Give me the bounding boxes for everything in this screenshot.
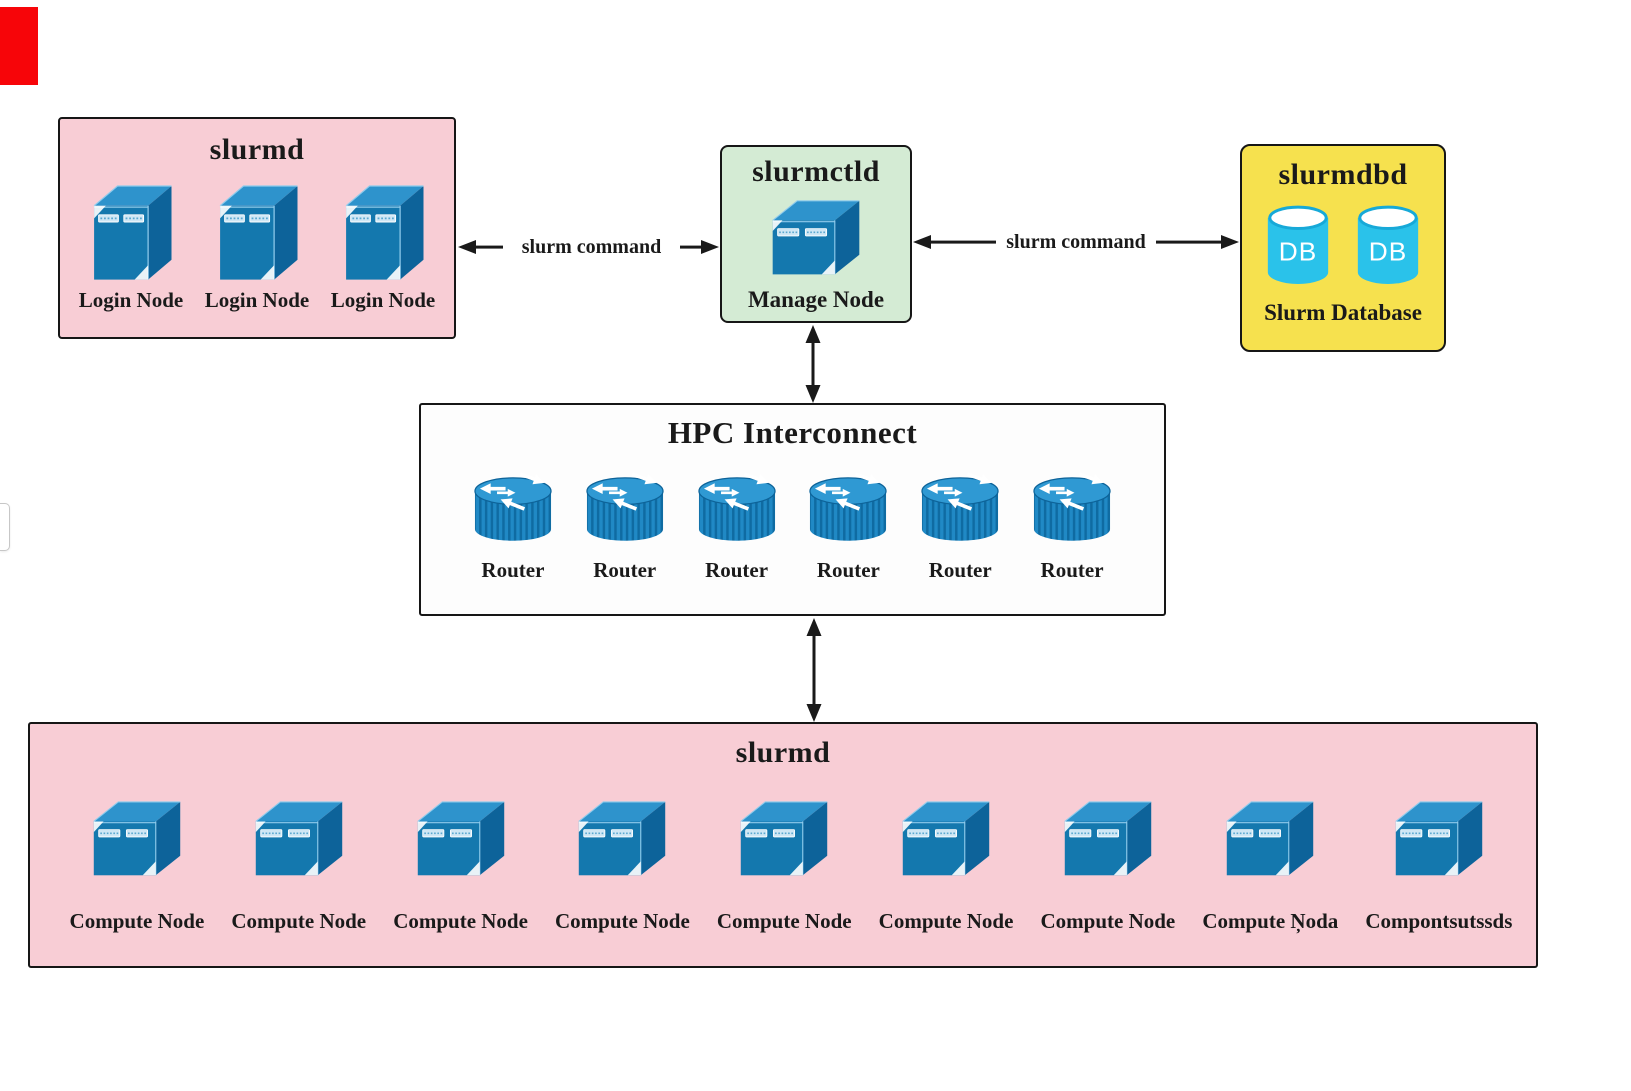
arrow-right-icon: [679, 240, 719, 254]
controller-box-title: slurmctld: [752, 155, 880, 188]
server-icon: [254, 801, 343, 877]
router-icon: [691, 463, 783, 549]
server-icon: [771, 199, 861, 276]
right-command-label: slurm command: [1006, 230, 1146, 253]
compute-box-title: slurmd: [735, 736, 831, 769]
compute-node-label: Compute Ņoda: [1202, 909, 1339, 933]
router: Router: [467, 463, 559, 582]
vertical-arrow-icon: [806, 618, 822, 722]
compute-node-label: Compute Node: [69, 909, 205, 933]
router-label: Router: [593, 558, 657, 582]
server-icon: [578, 801, 667, 877]
server-icon: [416, 801, 505, 877]
compute-node-label: Compute Node: [231, 909, 367, 933]
router: Router: [1026, 463, 1118, 582]
router: Router: [579, 463, 671, 582]
right-command-link: slurm command: [912, 226, 1240, 258]
login-node: Login Node: [79, 177, 183, 312]
login-node-row: Login Node Login Node Login Node: [60, 177, 454, 312]
database-icon: DB: [1266, 205, 1330, 286]
red-marker: [0, 7, 38, 85]
server-icon: [219, 185, 299, 281]
router-icon: [802, 463, 894, 549]
login-node-label: Login Node: [204, 288, 310, 312]
server-icon: [1226, 801, 1315, 877]
login-nodes-box: slurmd Login Node Login Node Login Node: [58, 117, 456, 339]
login-box-title: slurmd: [209, 133, 305, 166]
router-label: Router: [481, 558, 545, 582]
compute-node: Compontsutssds: [1365, 792, 1512, 933]
compute-node-label: Compute Node: [878, 909, 1014, 933]
compute-node-label: Compontsutssds: [1365, 909, 1513, 933]
server-icon: [92, 801, 181, 877]
router-label: Router: [1040, 558, 1104, 582]
compute-node-label: Compute Node: [555, 909, 690, 933]
compute-node-row: Compute Node Compute Node Compute Node C…: [30, 792, 1536, 933]
database-box: slurmdbd DB DB Slurm Database: [1240, 144, 1446, 352]
arrow-left-icon: [913, 235, 996, 249]
server-icon: [1063, 801, 1152, 877]
arrow-left-icon: [458, 240, 503, 254]
compute-nodes-box: slurmd Compute Node Compute Node Compute…: [28, 722, 1538, 968]
login-node-label: Login Node: [330, 288, 436, 312]
left-edge-tab: [0, 503, 10, 551]
compute-node: Compute Node: [69, 792, 205, 933]
compute-node: Compute Node: [393, 792, 528, 933]
interconnect-title: HPC Interconnect: [667, 415, 918, 450]
compute-node: Compute Ņoda: [1202, 792, 1338, 933]
compute-node: Compute Node: [717, 792, 852, 933]
arrow-right-icon: [1155, 235, 1239, 249]
database-row: DB DB: [1262, 202, 1424, 292]
login-node: Login Node: [205, 177, 309, 312]
compute-node-label: Compute Node: [716, 909, 852, 933]
compute-node-label: Compute Node: [1040, 909, 1176, 933]
server-icon: [902, 801, 991, 877]
router-label: Router: [705, 558, 769, 582]
router: Router: [914, 463, 1006, 582]
login-node-label: Login Node: [78, 288, 184, 312]
login-node: Login Node: [331, 177, 435, 312]
database-box-title: slurmdbd: [1278, 158, 1408, 191]
server-icon: [345, 185, 425, 281]
server-icon: [740, 801, 829, 877]
database-icon: DB: [1356, 205, 1420, 286]
server-icon: [1394, 801, 1483, 877]
database-icon-label: DB: [1369, 237, 1407, 267]
vertical-arrow-icon: [805, 325, 821, 403]
router-label: Router: [816, 558, 880, 582]
left-command-link: slurm command: [457, 231, 720, 263]
left-command-label: slurm command: [521, 235, 662, 258]
controller-box: slurmctld Manage Node: [720, 145, 912, 323]
compute-node: Compute Node: [555, 792, 690, 933]
router-row: Router Router Router Router Router Route…: [421, 463, 1164, 582]
router-icon: [914, 463, 1006, 549]
compute-node: Compute Node: [878, 792, 1014, 933]
router-icon: [579, 463, 671, 549]
router-icon: [467, 463, 559, 549]
slurm-database-label: Slurm Database: [1264, 300, 1422, 325]
compute-node-label: Compute Node: [393, 909, 528, 933]
compute-node: Compute Node: [1040, 792, 1176, 933]
router-icon: [1026, 463, 1118, 549]
manage-node-label: Manage Node: [747, 287, 885, 312]
router-label: Router: [928, 558, 992, 582]
interconnect-box: HPC Interconnect Router Router Router Ro…: [419, 403, 1166, 616]
router: Router: [802, 463, 894, 582]
compute-node: Compute Node: [231, 792, 366, 933]
server-icon: [93, 185, 173, 281]
router: Router: [691, 463, 783, 582]
database-icon-label: DB: [1279, 237, 1317, 267]
